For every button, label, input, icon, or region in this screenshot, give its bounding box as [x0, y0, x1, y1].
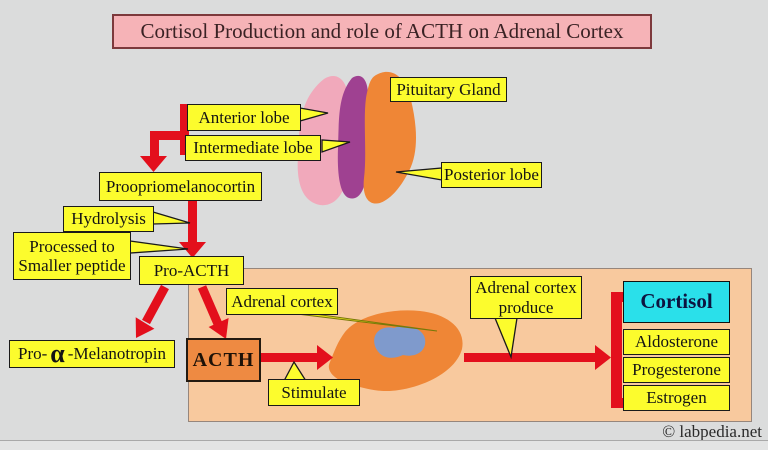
connector-to-acth	[197, 285, 223, 326]
arrowhead-to-hormones	[595, 345, 611, 370]
proopriomelanocortin-box: Proopriomelanocortin	[99, 172, 262, 201]
adrenal-cortex-produce-label: Adrenal cortex produce	[470, 276, 582, 319]
hormone-aldosterone-box: Aldosterone	[623, 329, 730, 355]
callout-intermediate-lobe	[321, 139, 351, 153]
callout-produce	[494, 317, 518, 360]
callout-pointers	[129, 107, 518, 382]
arrowhead-to-proacth	[179, 242, 206, 258]
hormone-progesterone-box: Progesterone	[623, 357, 730, 383]
connector-bracket-arm	[150, 131, 181, 140]
pro-acth-box: Pro-ACTH	[139, 256, 244, 285]
adrenal-cortex-label: Adrenal cortex	[226, 288, 338, 315]
arrowhead-to-melanotropin	[135, 317, 155, 338]
hydrolysis-label: Hydrolysis	[63, 206, 154, 232]
bracket-hormones	[611, 292, 624, 408]
callout-hydrolysis	[152, 211, 191, 225]
pro-alpha-melanotropin-box: Pro- α -Melanotropin	[9, 340, 175, 368]
hormone-cortisol-box: Cortisol	[623, 281, 730, 323]
bottom-strip	[0, 441, 768, 450]
intermediate-lobe-shape	[337, 75, 369, 199]
processed-to-smaller-peptide-label: Processed to Smaller peptide	[13, 232, 131, 280]
callout-processed	[129, 240, 189, 254]
acth-box: ACTH	[186, 338, 261, 382]
posterior-lobe-shape	[363, 71, 416, 204]
pro-alpha-suffix: -Melanotropin	[67, 344, 166, 364]
intermediate-lobe-label: Intermediate lobe	[185, 135, 321, 161]
hormone-estrogen-box: Estrogen	[623, 385, 730, 411]
anterior-lobe-label: Anterior lobe	[187, 104, 301, 131]
stimulate-label: Stimulate	[268, 379, 360, 406]
connector-gland-to-hormones	[464, 353, 596, 362]
arrowhead-to-acth	[208, 318, 229, 339]
posterior-lobe-label: Posterior lobe	[441, 162, 542, 188]
adrenal-medulla-shape	[374, 326, 426, 358]
connector-acth-to-gland	[261, 353, 318, 362]
connector-to-melanotropin	[142, 284, 169, 325]
connector-pomc-to-proacth	[188, 199, 197, 244]
copyright-text: © labpedia.net	[662, 422, 762, 441]
pro-alpha-prefix: Pro-	[18, 344, 48, 364]
arrowhead-to-pomc	[140, 156, 167, 172]
pituitary-gland-label: Pituitary Gland	[390, 77, 507, 102]
bottom-divider	[0, 440, 768, 441]
diagram-title: Cortisol Production and role of ACTH on …	[112, 14, 652, 49]
connector-bracket-stem	[150, 131, 159, 158]
arrowhead-to-gland	[317, 345, 333, 370]
